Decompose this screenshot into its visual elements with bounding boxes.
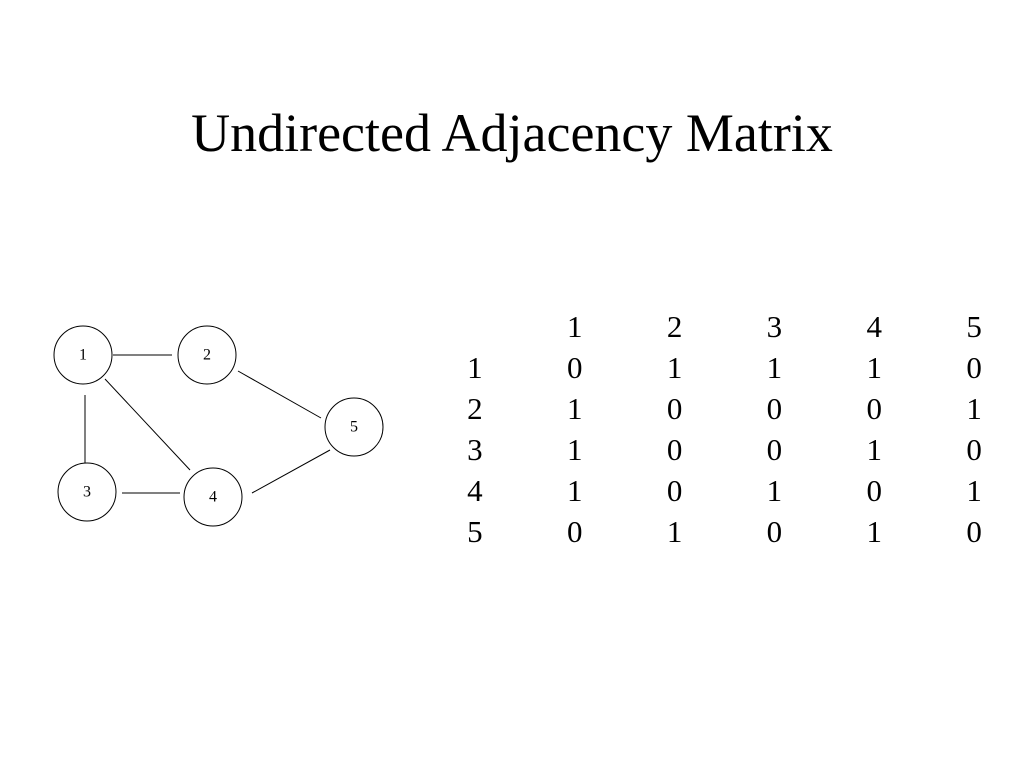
matrix-cell: 1 bbox=[666, 514, 683, 549]
matrix-cell: 1 bbox=[566, 432, 583, 467]
graph-node-circle bbox=[53, 325, 113, 385]
slide-title: Undirected Adjacency Matrix bbox=[191, 103, 833, 163]
matrix-row: 3 1 0 0 1 0 bbox=[425, 429, 1024, 470]
matrix-row-label: 4 bbox=[467, 473, 483, 508]
matrix-column-header: 1 bbox=[566, 309, 583, 344]
matrix-cell: 0 bbox=[666, 473, 683, 508]
matrix-row: 5 0 1 0 1 0 bbox=[425, 511, 1024, 552]
matrix-cell: 0 bbox=[966, 432, 982, 467]
matrix-cell: 1 bbox=[966, 473, 982, 508]
matrix-column-header: 3 bbox=[766, 309, 783, 344]
matrix-cell: 0 bbox=[866, 391, 882, 426]
adjacency-matrix: 1 2 3 4 5 1 0 1 1 1 0 2 1 0 0 0 1 3 1 0 … bbox=[425, 306, 1024, 552]
matrix-corner-cell bbox=[425, 306, 525, 347]
graph-node-2: 2 bbox=[177, 325, 237, 385]
matrix-column-header: 2 bbox=[666, 309, 683, 344]
matrix-row-label: 1 bbox=[467, 350, 483, 385]
matrix-column-header: 4 bbox=[866, 309, 882, 344]
matrix-cell: 1 bbox=[766, 473, 783, 508]
graph-node-circle bbox=[324, 397, 384, 457]
graph-node-label: 4 bbox=[209, 489, 217, 506]
matrix-row: 2 1 0 0 0 1 bbox=[425, 388, 1024, 429]
matrix-cell: 0 bbox=[566, 514, 583, 549]
graph-nodes: 1 2 3 4 5 bbox=[53, 325, 384, 527]
graph-node-4: 4 bbox=[183, 467, 243, 527]
matrix-row-label: 3 bbox=[467, 432, 483, 467]
graph-node-circle bbox=[177, 325, 237, 385]
graph-edge-4-5 bbox=[251, 449, 331, 494]
graph-edge-1-4 bbox=[104, 378, 191, 471]
graph-node-5: 5 bbox=[324, 397, 384, 457]
matrix-column-header: 5 bbox=[966, 309, 982, 344]
matrix-cell: 0 bbox=[766, 391, 783, 426]
matrix-cell: 0 bbox=[966, 350, 982, 385]
matrix-cell: 0 bbox=[766, 514, 783, 549]
matrix-cell: 0 bbox=[666, 432, 683, 467]
matrix-cell: 0 bbox=[766, 432, 783, 467]
matrix-cell: 1 bbox=[866, 514, 882, 549]
matrix-cell: 0 bbox=[666, 391, 683, 426]
matrix-row: 4 1 0 1 0 1 bbox=[425, 470, 1024, 511]
matrix-row: 1 0 1 1 1 0 bbox=[425, 347, 1024, 388]
matrix-row-label: 5 bbox=[467, 514, 483, 549]
matrix-cell: 1 bbox=[566, 473, 583, 508]
matrix-cell: 1 bbox=[966, 391, 982, 426]
matrix-cell: 1 bbox=[866, 432, 882, 467]
matrix-cell: 1 bbox=[666, 350, 683, 385]
graph-node-label: 1 bbox=[79, 347, 87, 364]
graph-node-circle bbox=[183, 467, 243, 527]
matrix-header-row: 1 2 3 4 5 bbox=[425, 306, 1024, 347]
matrix-cell: 0 bbox=[566, 350, 583, 385]
graph-node-label: 3 bbox=[83, 484, 91, 501]
matrix-row-label: 2 bbox=[467, 391, 483, 426]
matrix-cell: 0 bbox=[966, 514, 982, 549]
matrix-cell: 1 bbox=[566, 391, 583, 426]
graph-edge-2-5 bbox=[237, 370, 322, 419]
matrix-cell: 0 bbox=[866, 473, 882, 508]
matrix-cell: 1 bbox=[866, 350, 882, 385]
graph-edges bbox=[84, 354, 331, 494]
matrix-cell: 1 bbox=[766, 350, 783, 385]
graph-node-1: 1 bbox=[53, 325, 113, 385]
graph-node-label: 2 bbox=[203, 347, 211, 364]
graph-node-3: 3 bbox=[57, 462, 117, 522]
graph-node-circle bbox=[57, 462, 117, 522]
graph-node-label: 5 bbox=[350, 419, 358, 436]
